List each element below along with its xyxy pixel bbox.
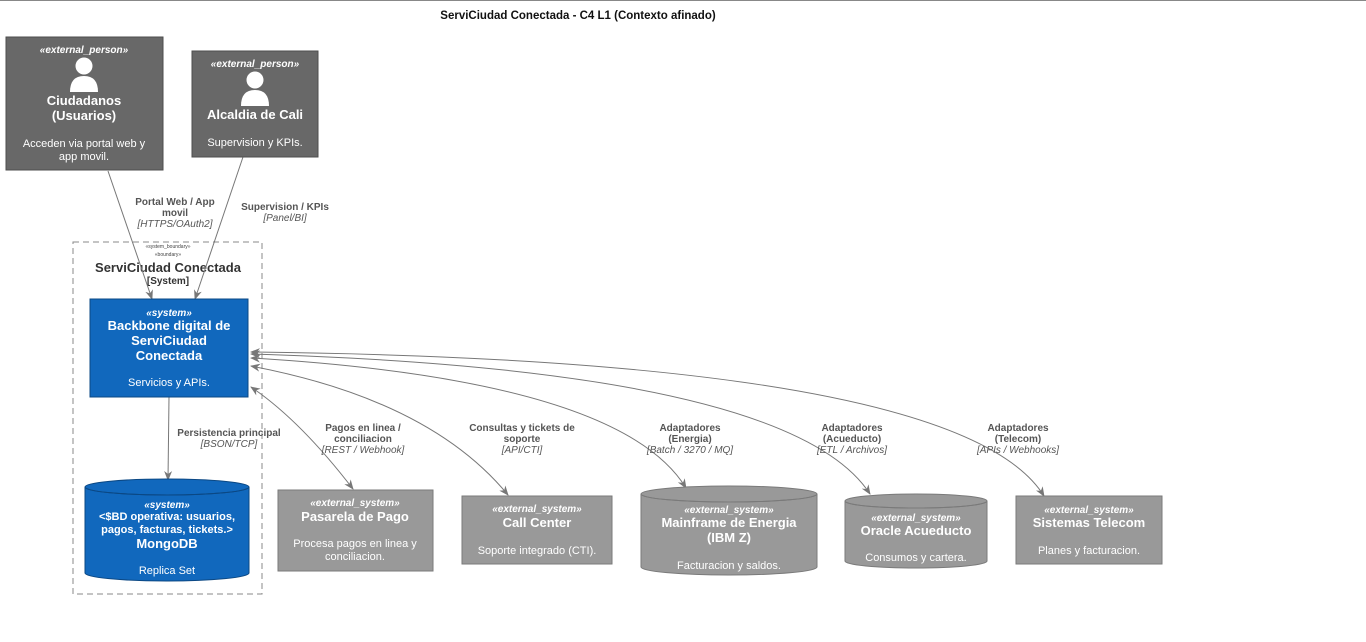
rel-label: movil (162, 208, 188, 219)
node-stereotype: «external_system» (871, 513, 961, 524)
node-name: Call Center (503, 515, 572, 530)
node-name: Sistemas Telecom (1033, 515, 1145, 530)
node-stereotype: «external_person» (211, 59, 300, 70)
node-name: Oracle Acueducto (861, 523, 972, 538)
database-rim (640, 493, 818, 503)
database-body (84, 487, 250, 582)
database-body (640, 494, 818, 576)
relationship-lines (107, 156, 1045, 497)
database-mongodb[interactable]: «system» <$BD operativa: usuarios, pagos… (84, 478, 250, 582)
node-description: Soporte integrado (CTI). (478, 545, 597, 557)
node-stereotype: «external_person» (40, 45, 129, 56)
node-name: Mainframe de Energia (661, 515, 797, 530)
node-description: Replica Set (139, 565, 195, 577)
external-database-mainframe[interactable]: «external_system» Mainframe de Energia (… (640, 485, 818, 576)
external-system-box (277, 489, 434, 572)
rel-portal-line (107, 170, 153, 300)
rel-label: Adaptadores (821, 423, 883, 434)
external-system-pasarela[interactable]: «external_system» Pasarela de Pago Proce… (277, 489, 434, 572)
external-system-box (1015, 495, 1163, 565)
rel-supervision-label: Supervision / KPIs [Panel/BI] (241, 202, 329, 224)
node-stereotype: «system» (144, 500, 190, 511)
node-description: Acceden via portal web y (23, 138, 146, 150)
person-icon (70, 57, 98, 92)
node-description: Facturacion y saldos. (677, 560, 781, 572)
rel-label: Supervision / KPIs (241, 202, 329, 213)
node-description: Supervision y KPIs. (207, 137, 302, 149)
external-system-telecom[interactable]: «external_system» Sistemas Telecom Plane… (1015, 495, 1163, 565)
rel-label: Portal Web / App (135, 197, 214, 208)
rel-tech: [HTTPS/OAuth2] (136, 219, 212, 230)
top-border-line (0, 0, 1366, 1)
rel-telecom-label: Adaptadores (Telecom) [APIs / Webhooks] (976, 423, 1059, 456)
rel-tech: [Batch / 3270 / MQ] (646, 445, 733, 456)
rel-label: Consultas y tickets de (469, 423, 575, 434)
node-description: app movil. (59, 151, 109, 163)
rel-label: (Acueducto) (823, 434, 881, 445)
node-name: (IBM Z) (707, 530, 751, 545)
node-stereotype: «external_system» (1044, 505, 1134, 516)
external-system-box (461, 495, 613, 565)
node-name: MongoDB (136, 536, 197, 551)
rel-tech: [REST / Webhook] (321, 445, 405, 456)
boundary-stereotype: «boundary» (155, 252, 182, 258)
database-rim (844, 500, 988, 509)
database-body (844, 501, 988, 569)
rel-tech: [ETL / Archivos] (816, 445, 887, 456)
node-stereotype: «system» (146, 308, 192, 319)
rel-consultas-label: Consultas y tickets de soporte [API/CTI] (469, 423, 575, 456)
boundary-type: [System] (147, 276, 189, 287)
rel-label: Persistencia principal (177, 428, 281, 439)
rel-pagos-label: Pagos en linea / conciliacion [REST / We… (321, 423, 405, 456)
node-description: <$BD operativa: usuarios, (99, 511, 235, 523)
node-name: (Usuarios) (52, 108, 116, 123)
node-name: Conectada (136, 348, 203, 363)
rel-label: Adaptadores (659, 423, 721, 434)
person-ciudadanos[interactable]: «external_person» Ciudadanos (Usuarios) … (5, 36, 164, 171)
rel-tech: [APIs / Webhooks] (976, 445, 1059, 456)
node-name: Pasarela de Pago (301, 509, 409, 524)
rel-label: (Telecom) (995, 434, 1042, 445)
rel-label: conciliacion (334, 434, 392, 445)
rel-telecom-line (250, 348, 1045, 497)
node-name: ServiCiudad (131, 333, 207, 348)
boundary-name: ServiCiudad Conectada (95, 260, 242, 275)
external-database-oracle[interactable]: «external_system» Oracle Acueducto Consu… (844, 493, 988, 569)
node-name: Backbone digital de (108, 318, 231, 333)
node-description: conciliacion. (325, 551, 385, 563)
node-description: Consumos y cartera. (865, 552, 966, 564)
external-system-callcenter[interactable]: «external_system» Call Center Soporte in… (461, 495, 613, 565)
boundary-stereotype: «system_boundary» (145, 244, 190, 250)
system-box (89, 298, 249, 398)
rel-label: soporte (504, 434, 541, 445)
rel-label: (Energia) (668, 434, 711, 445)
rel-persistencia-line (164, 396, 173, 481)
node-description: Servicios y APIs. (128, 377, 210, 389)
rel-label: Pagos en linea / (325, 423, 401, 434)
database-rim (84, 486, 250, 496)
node-description: Procesa pagos en linea y (293, 538, 417, 550)
rel-portal-label: Portal Web / App movil [HTTPS/OAuth2] (135, 197, 214, 230)
rel-label: Adaptadores (987, 423, 1049, 434)
rel-persistencia-label: Persistencia principal [BSON/TCP] (177, 428, 281, 450)
rel-tech: [API/CTI] (501, 445, 543, 456)
node-description: Planes y facturacion. (1038, 545, 1140, 557)
diagram-title: ServiCiudad Conectada - C4 L1 (Contexto … (440, 10, 716, 22)
node-stereotype: «external_system» (310, 498, 400, 509)
node-description: pagos, facturas, tickets.> (101, 524, 233, 536)
node-name: Ciudadanos (47, 93, 121, 108)
rel-acueducto-label: Adaptadores (Acueducto) [ETL / Archivos] (816, 423, 887, 456)
node-stereotype: «external_system» (684, 505, 774, 516)
person-icon (241, 71, 269, 106)
node-name: Alcaldia de Cali (207, 107, 303, 122)
node-stereotype: «external_system» (492, 504, 582, 515)
rel-supervision-line (194, 156, 244, 300)
rel-energia-label: Adaptadores (Energia) [Batch / 3270 / MQ… (646, 423, 733, 456)
system-backbone[interactable]: «system» Backbone digital de ServiCiudad… (89, 298, 249, 398)
rel-tech: [BSON/TCP] (200, 439, 258, 450)
rel-tech: [Panel/BI] (262, 213, 307, 224)
person-alcaldia[interactable]: «external_person» Alcaldia de Cali Super… (191, 50, 319, 158)
